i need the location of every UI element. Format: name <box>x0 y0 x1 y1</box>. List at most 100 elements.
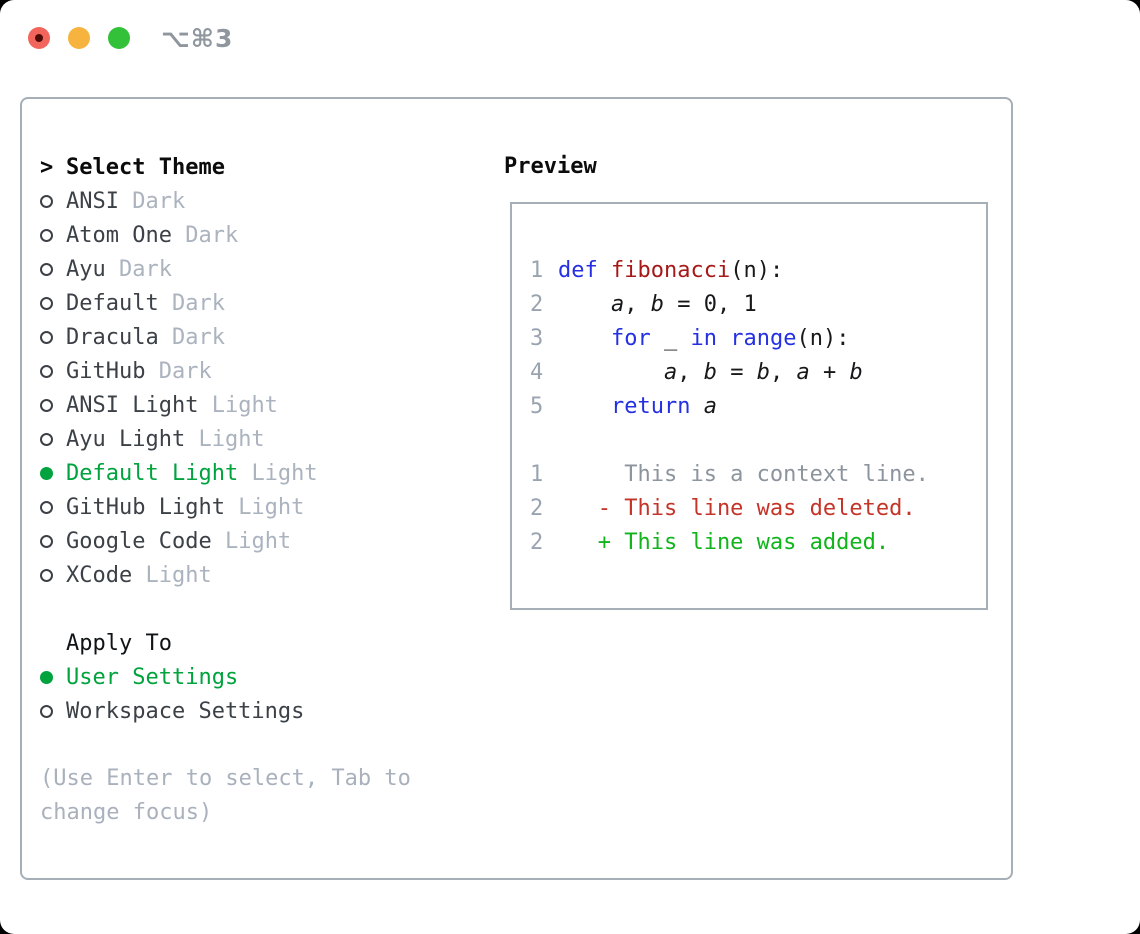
code-line <box>530 423 986 457</box>
traffic-lights <box>28 27 130 49</box>
select-theme-title: Select Theme <box>66 154 225 180</box>
theme-name: Atom One <box>66 222 186 248</box>
code-content: a, b = b, a + b <box>663 359 863 385</box>
radio-unselected-icon <box>40 432 53 446</box>
code-line: 5 return a <box>530 389 986 423</box>
line-number: 2 <box>530 495 544 521</box>
code-line: 1 def fibonacci(n): <box>530 253 986 287</box>
theme-variant: Dark <box>132 188 186 214</box>
line-number: 2 <box>530 291 544 317</box>
theme-option-github-light[interactable]: GitHub Light Light <box>40 490 450 524</box>
theme-variant: Light <box>211 392 278 418</box>
apply-to-header: Apply To <box>40 626 450 660</box>
code-line: 4 a, b = b, a + b <box>530 355 986 389</box>
spacer <box>40 728 450 762</box>
zoom-button[interactable] <box>108 27 130 49</box>
spacer <box>40 592 450 626</box>
theme-name: Default <box>66 290 172 316</box>
theme-option-ansi-light[interactable]: ANSI Light Light <box>40 388 450 422</box>
radio-unselected-icon <box>40 194 53 208</box>
code-content: a, b = 0, 1 <box>610 291 757 317</box>
theme-name: Ayu Light <box>66 426 199 452</box>
title-bar: ⌥⌘3 <box>0 0 1140 76</box>
window-shortcut-label: ⌥⌘3 <box>161 23 234 53</box>
theme-option-github[interactable]: GitHub Dark <box>40 354 450 388</box>
radio-unselected-icon <box>40 568 53 582</box>
radio-unselected-icon <box>40 228 53 242</box>
code-line: 3 for _ in range(n): <box>530 321 986 355</box>
preview-title: Preview <box>504 154 597 179</box>
code-content: + This line was added. <box>558 529 890 555</box>
line-number: 5 <box>530 393 544 419</box>
theme-name: Ayu <box>66 256 119 282</box>
code-content: - This line was deleted. <box>558 495 916 521</box>
code-line: 1 This is a context line. <box>530 457 986 491</box>
theme-option-atom-one[interactable]: Atom One Dark <box>40 218 450 252</box>
theme-name: Dracula <box>66 324 172 350</box>
line-number: 4 <box>530 359 544 385</box>
theme-variant: Dark <box>171 290 225 316</box>
code-line: 2 - This line was deleted. <box>530 491 986 525</box>
code-content: return a <box>610 393 717 419</box>
code-line: 2 a, b = 0, 1 <box>530 287 986 321</box>
theme-option-default-light[interactable]: Default Light Light <box>40 456 450 490</box>
theme-option-ayu[interactable]: Ayu Dark <box>40 252 450 286</box>
radio-unselected-icon <box>40 262 53 276</box>
line-number: 2 <box>530 529 544 555</box>
radio-unselected-icon <box>40 364 53 378</box>
theme-name: GitHub Light <box>66 494 239 520</box>
theme-option-ayu-light[interactable]: Ayu Light Light <box>40 422 450 456</box>
close-button[interactable] <box>28 27 50 49</box>
theme-name: XCode <box>66 562 146 588</box>
theme-name: Default Light <box>66 460 252 486</box>
radio-unselected-icon <box>40 534 53 548</box>
radio-selected-icon <box>40 670 53 684</box>
theme-variant: Dark <box>118 256 172 282</box>
line-number: 1 <box>530 257 544 283</box>
radio-unselected-icon <box>40 500 53 514</box>
code-content: This is a context line. <box>558 461 929 487</box>
theme-option-xcode[interactable]: XCode Light <box>40 558 450 592</box>
prompt-icon: > <box>40 154 54 180</box>
theme-variant: Light <box>145 562 212 588</box>
theme-variant: Dark <box>158 358 212 384</box>
theme-option-ansi[interactable]: ANSI Dark <box>40 184 450 218</box>
theme-name: GitHub <box>66 358 159 384</box>
radio-unselected-icon <box>40 704 53 718</box>
code-content: def fibonacci(n): <box>558 257 784 283</box>
theme-name: Google Code <box>66 528 225 554</box>
code-content: for _ in range(n): <box>610 325 850 351</box>
line-number: 3 <box>530 325 544 351</box>
radio-unselected-icon <box>40 296 53 310</box>
select-theme-header: > Select Theme <box>40 150 450 184</box>
line-number: 1 <box>530 461 544 487</box>
theme-option-google-code[interactable]: Google Code Light <box>40 524 450 558</box>
theme-variant: Dark <box>185 222 239 248</box>
apply-option-user-settings[interactable]: User Settings <box>40 660 450 694</box>
theme-variant: Light <box>224 528 292 554</box>
apply-option-workspace-settings[interactable]: Workspace Settings <box>40 694 450 728</box>
theme-variant: Light <box>198 426 265 452</box>
theme-name: ANSI <box>66 188 133 214</box>
code-line: 2 + This line was added. <box>530 525 986 559</box>
theme-option-dracula[interactable]: Dracula Dark <box>40 320 450 354</box>
theme-name: ANSI Light <box>66 392 212 418</box>
radio-unselected-icon <box>40 330 53 344</box>
apply-to-title: Apply To <box>66 630 172 656</box>
theme-option-default[interactable]: Default Dark <box>40 286 450 320</box>
theme-variant: Light <box>251 460 318 486</box>
minimize-button[interactable] <box>68 27 90 49</box>
apply-option-label: Workspace Settings <box>66 698 305 724</box>
radio-selected-icon <box>40 466 53 480</box>
keyboard-hint: (Use Enter to select, Tab to change focu… <box>40 766 411 825</box>
radio-unselected-icon <box>40 398 53 412</box>
theme-variant: Dark <box>171 324 225 350</box>
apply-option-label: User Settings <box>66 664 239 690</box>
